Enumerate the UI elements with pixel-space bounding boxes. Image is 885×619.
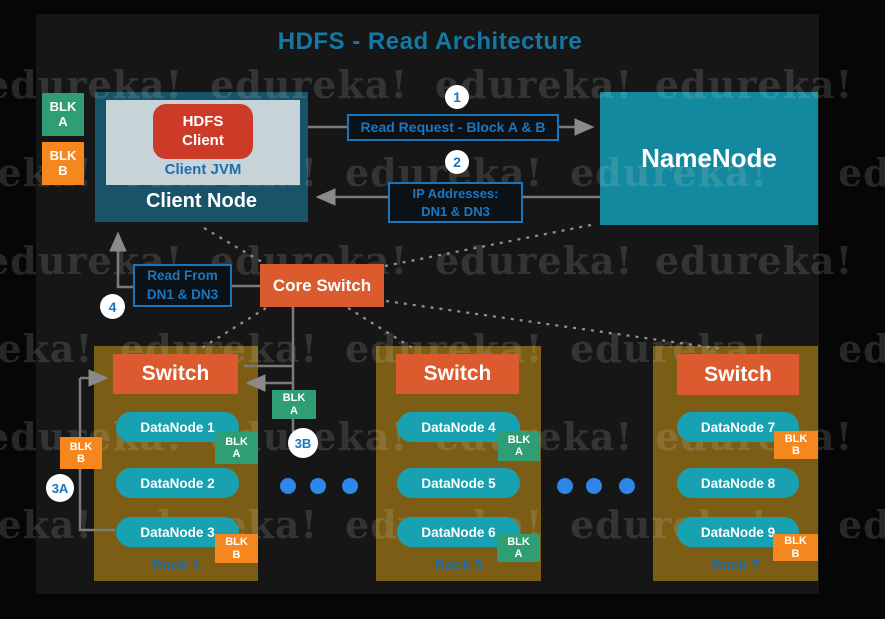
watermark: edureka! bbox=[838, 150, 885, 195]
namenode-box bbox=[600, 92, 818, 225]
datanode-8: DataNode 8 bbox=[677, 468, 799, 498]
rack-1-switch: Switch bbox=[113, 354, 238, 394]
core-switch-box: Core Switch bbox=[260, 264, 384, 307]
ellipsis-dot bbox=[280, 478, 296, 494]
read-request-label: Read Request - Block A & B bbox=[347, 114, 559, 141]
datanode-5: DataNode 5 bbox=[397, 468, 520, 498]
rack-5-label: Rack 5 bbox=[434, 557, 483, 574]
client-node-label: Client Node bbox=[145, 190, 258, 212]
ellipsis-dot bbox=[586, 478, 602, 494]
rack-7-label: Rack 7 bbox=[711, 557, 760, 574]
ellipsis-dot bbox=[310, 478, 326, 494]
ip-addresses-label: IP Addresses:DN1 & DN3 bbox=[388, 182, 523, 223]
rack-1-label: Rack 1 bbox=[151, 557, 201, 574]
step-3b-badge: 3B bbox=[288, 428, 318, 458]
step-2-badge: 2 bbox=[445, 150, 469, 174]
namenode-label: NameNode bbox=[641, 143, 777, 173]
page-title: HDFS - Read Architecture bbox=[277, 28, 583, 55]
watermark: edureka! bbox=[838, 326, 885, 371]
watermark: edureka! bbox=[838, 502, 885, 547]
hdfs-client-box: HDFS Client bbox=[153, 104, 253, 159]
client-jvm-label: Client JVM bbox=[164, 161, 242, 178]
step-1-badge: 1 bbox=[445, 85, 469, 109]
ellipsis-dot bbox=[342, 478, 358, 494]
datanode-2: DataNode 2 bbox=[116, 468, 239, 498]
step-3a-badge: 3A bbox=[46, 474, 74, 502]
rack-7-switch: Switch bbox=[677, 354, 799, 395]
rack-5-switch: Switch bbox=[396, 354, 519, 394]
step-4-badge: 4 bbox=[100, 294, 125, 319]
ellipsis-dot bbox=[619, 478, 635, 494]
ellipsis-dot bbox=[557, 478, 573, 494]
